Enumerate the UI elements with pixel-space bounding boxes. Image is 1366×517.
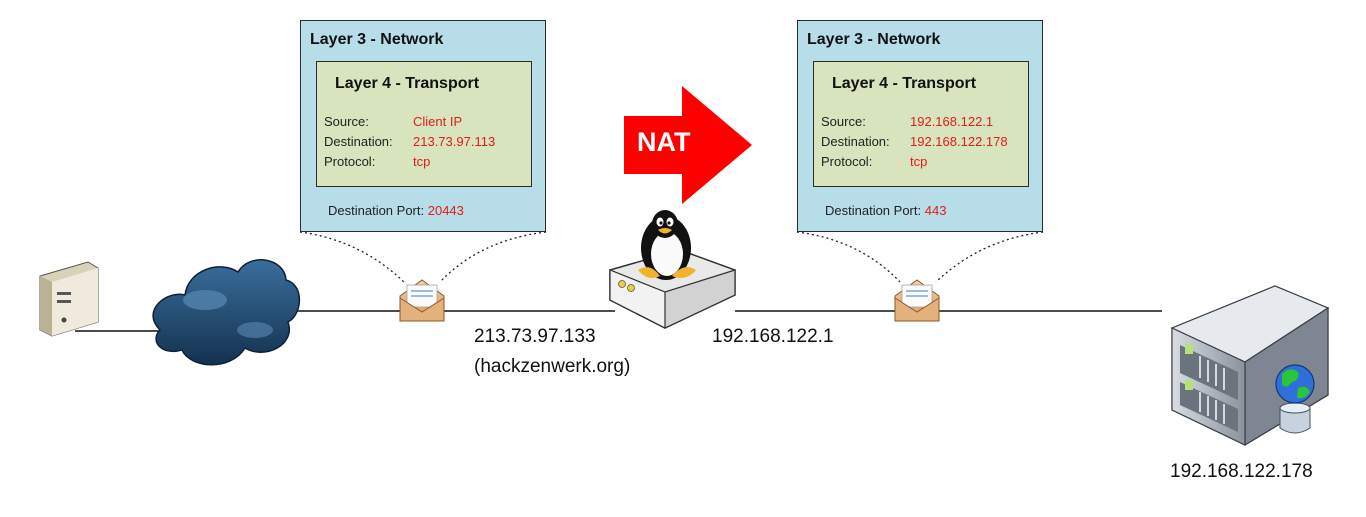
destination-label: Destination:: [324, 134, 393, 149]
destination-row: Destination: 192.168.122.178: [821, 134, 1008, 149]
envelope-icon: [894, 279, 940, 322]
packet-callout-lines: [299, 231, 1044, 283]
layer4-box: Layer 4 - Transport Source: 192.168.122.1…: [813, 61, 1029, 187]
source-value: Client IP: [413, 114, 463, 129]
layer3-title: Layer 3 - Network: [807, 31, 941, 48]
layer3-title: Layer 3 - Network: [310, 31, 444, 48]
router-public-ip-label: 213.73.97.133: [474, 326, 596, 347]
source-row: Source: 192.168.122.1: [821, 114, 993, 129]
router-private-ip-label: 192.168.122.1: [712, 326, 834, 347]
destination-port-value: 20443: [427, 203, 464, 218]
layer3-box-after-nat: Layer 3 - Network Layer 4 - Transport So…: [797, 20, 1043, 232]
layer3-box-before-nat: Layer 3 - Network Layer 4 - Transport So…: [300, 20, 546, 232]
layer4-box: Layer 4 - Transport Source: Client IP Des…: [316, 61, 532, 187]
globe-icon: [1275, 364, 1315, 434]
source-label: Source:: [324, 114, 369, 129]
nat-label: NAT: [637, 127, 691, 157]
client-computer-icon: [39, 261, 99, 337]
protocol-label: Protocol:: [821, 154, 873, 169]
internet-cloud-icon: [152, 259, 301, 366]
source-row: Source: Client IP: [324, 114, 462, 129]
protocol-row: Protocol: tcp: [324, 154, 430, 169]
source-value: 192.168.122.1: [910, 114, 994, 129]
protocol-value: tcp: [413, 154, 431, 169]
router-public-host-label: (hackzenwerk.org): [474, 356, 631, 377]
tux-penguin-icon: [638, 210, 696, 280]
protocol-label: Protocol:: [324, 154, 376, 169]
destination-value: 213.73.97.113: [413, 134, 496, 149]
layer4-title: Layer 4 - Transport: [335, 75, 480, 92]
destination-row: Destination: 213.73.97.113: [324, 134, 495, 149]
destination-port-value: 443: [924, 203, 947, 218]
protocol-row: Protocol: tcp: [821, 154, 927, 169]
layer4-title: Layer 4 - Transport: [832, 75, 977, 92]
destination-port-row: Destination Port: 443: [825, 203, 946, 218]
nat-arrow: [624, 86, 752, 204]
network-links: [75, 310, 1162, 332]
destination-value: 192.168.122.178: [910, 134, 1008, 149]
destination-port-label: Destination Port:: [825, 203, 922, 218]
destination-port-label: Destination Port:: [328, 203, 425, 218]
server-ip-label: 192.168.122.178: [1170, 461, 1313, 482]
destination-port-row: Destination Port: 20443: [328, 203, 464, 218]
protocol-value: tcp: [910, 154, 928, 169]
destination-label: Destination:: [821, 134, 890, 149]
envelope-icon: [399, 279, 445, 322]
source-label: Source:: [821, 114, 866, 129]
